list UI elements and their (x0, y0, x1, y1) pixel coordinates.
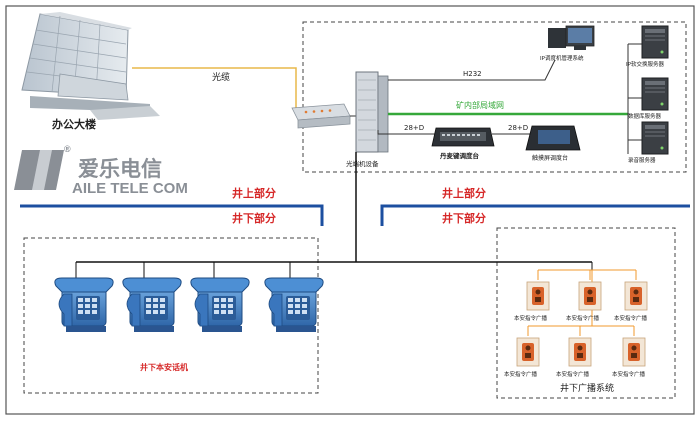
logo-en-text: AILE TELE COM (72, 180, 188, 197)
speaker-icon (516, 337, 540, 367)
optical-cabinet-icon (355, 71, 389, 153)
dispatch-mgmt-label: IP调度机管理系统 (540, 54, 584, 62)
rec-server-label: 录音服务器 (628, 156, 656, 164)
database-server-icon (641, 77, 669, 111)
speaker-icon (568, 337, 592, 367)
phone-icon (264, 277, 324, 333)
optical-switch-label: 光端机设备 (346, 159, 379, 168)
speaker-label: 本安指令广播 (556, 370, 590, 378)
underground-phones-box (23, 237, 319, 394)
link-left-label: 28+D (404, 124, 424, 132)
key-dispatch-console-icon (431, 127, 495, 147)
logo-reg-mark: ® (64, 144, 71, 154)
fiber-cable-line (132, 67, 297, 108)
surface-equipment-box (302, 21, 687, 173)
phone-icon (122, 277, 182, 333)
underground-left-title: 井下部分 (232, 211, 276, 225)
phones-caption: 井下本安话机 (140, 362, 188, 372)
divider-right (380, 204, 690, 226)
h232-label: H232 (463, 70, 482, 78)
phone-icon (54, 277, 114, 333)
management-pc-icon (548, 25, 595, 50)
above-ground-right-title: 井上部分 (442, 186, 486, 200)
speaker-icon (624, 281, 648, 311)
logo-cn-text: 爱乐电信 (78, 157, 162, 181)
speaker-icon (526, 281, 550, 311)
speaker-label: 本安指令广播 (504, 370, 538, 378)
speaker-label: 本安指令广播 (514, 314, 548, 322)
touch-dispatch-console-icon (525, 125, 581, 151)
broadcast-caption: 井下广播系统 (560, 382, 614, 394)
divider-left (20, 204, 324, 226)
mine-lan-label: 矿内部局域网 (456, 100, 504, 110)
ip-server-label: IP软交换服务器 (626, 60, 664, 68)
h232-line (388, 59, 556, 81)
aile-logo (14, 150, 64, 190)
db-server-label: 数据库服务器 (628, 112, 662, 120)
office-building-label: 办公大楼 (52, 117, 96, 131)
underground-right-title: 井下部分 (442, 211, 486, 225)
ip-softswitch-server-icon (641, 25, 669, 59)
recording-server-icon (641, 121, 669, 155)
office-building-icon (21, 12, 160, 120)
phone-icon (190, 277, 250, 333)
above-ground-left-title: 井上部分 (232, 186, 276, 200)
link-28d-left (377, 130, 436, 135)
dispatch-console-label: 丹麦键调度台 (439, 151, 480, 160)
switch-device-icon (291, 103, 351, 129)
speaker-label: 本安指令广播 (566, 314, 600, 322)
fiber-label: 光缆 (212, 71, 230, 83)
touch-console-label: 触摸屏调度台 (532, 154, 568, 162)
outer-frame (5, 5, 695, 415)
speaker-icon (622, 337, 646, 367)
speaker-label: 本安指令广播 (612, 370, 646, 378)
speaker-icon (578, 281, 602, 311)
link-right-label: 28+D (508, 124, 528, 132)
speaker-label: 本安指令广播 (614, 314, 648, 322)
broadcast-box (496, 227, 676, 399)
